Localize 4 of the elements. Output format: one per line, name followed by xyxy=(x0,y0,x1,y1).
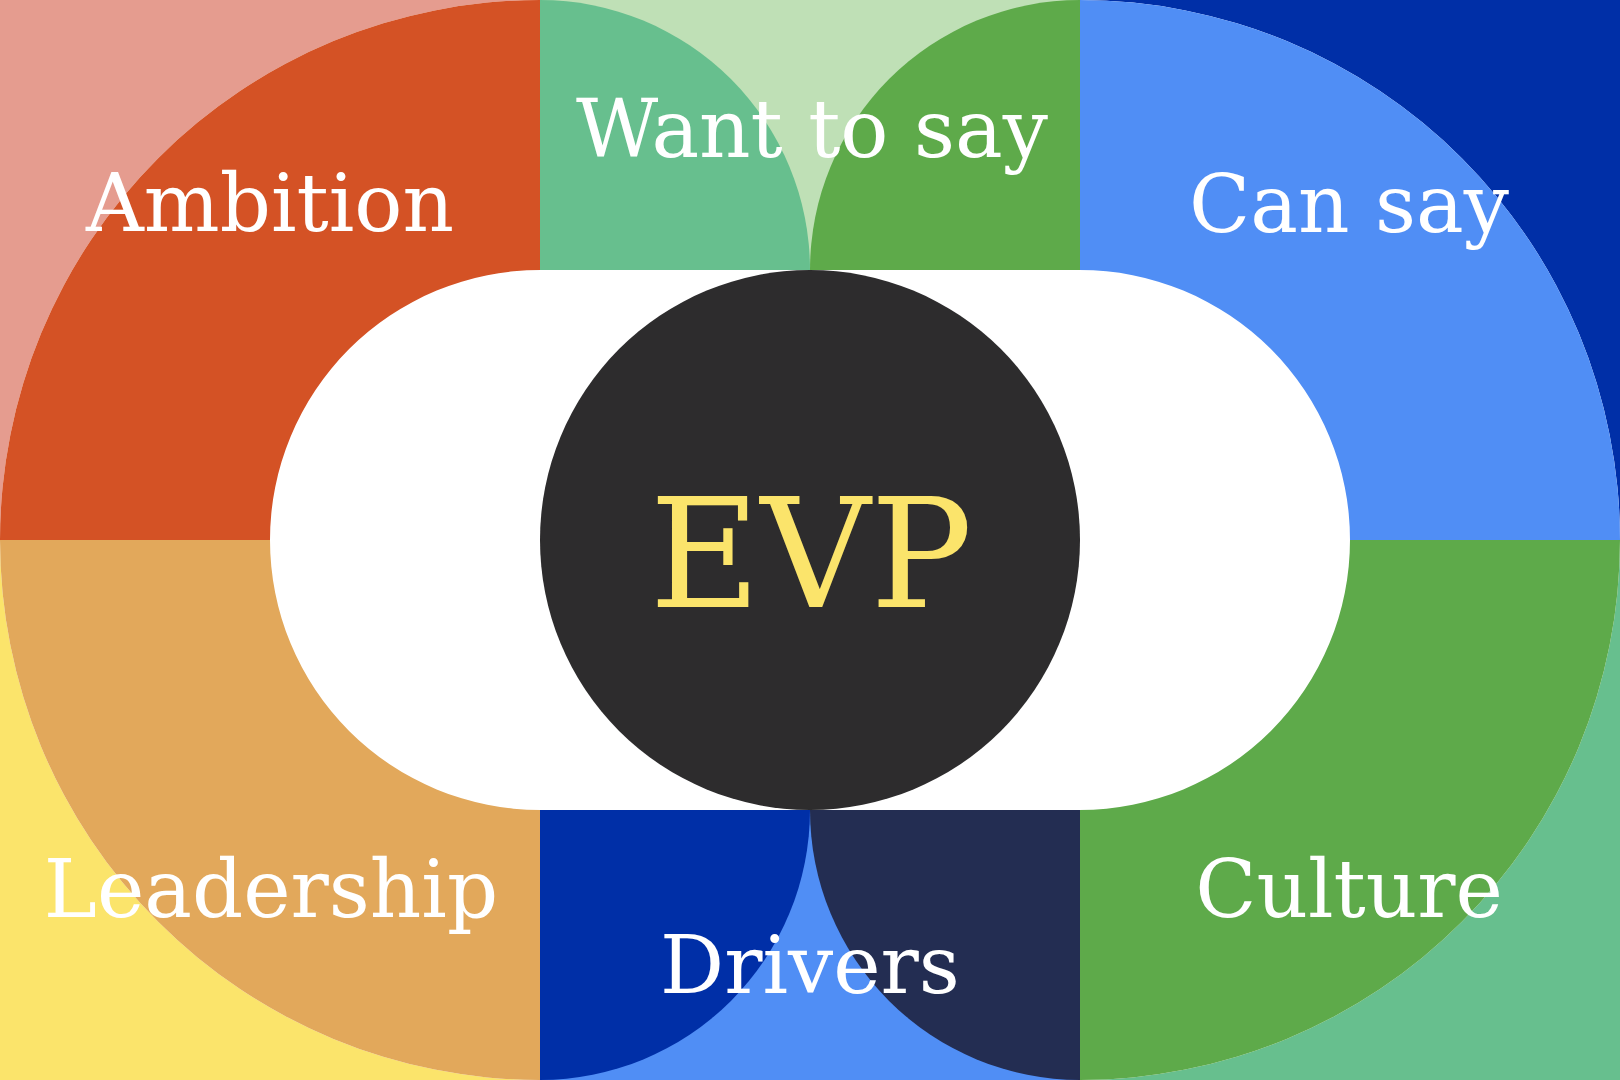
center-title: EVP xyxy=(649,479,973,632)
segment-label: Drivers xyxy=(660,926,960,1007)
segment-label: Ambition xyxy=(86,164,454,245)
segment-label: Culture xyxy=(1195,850,1503,931)
